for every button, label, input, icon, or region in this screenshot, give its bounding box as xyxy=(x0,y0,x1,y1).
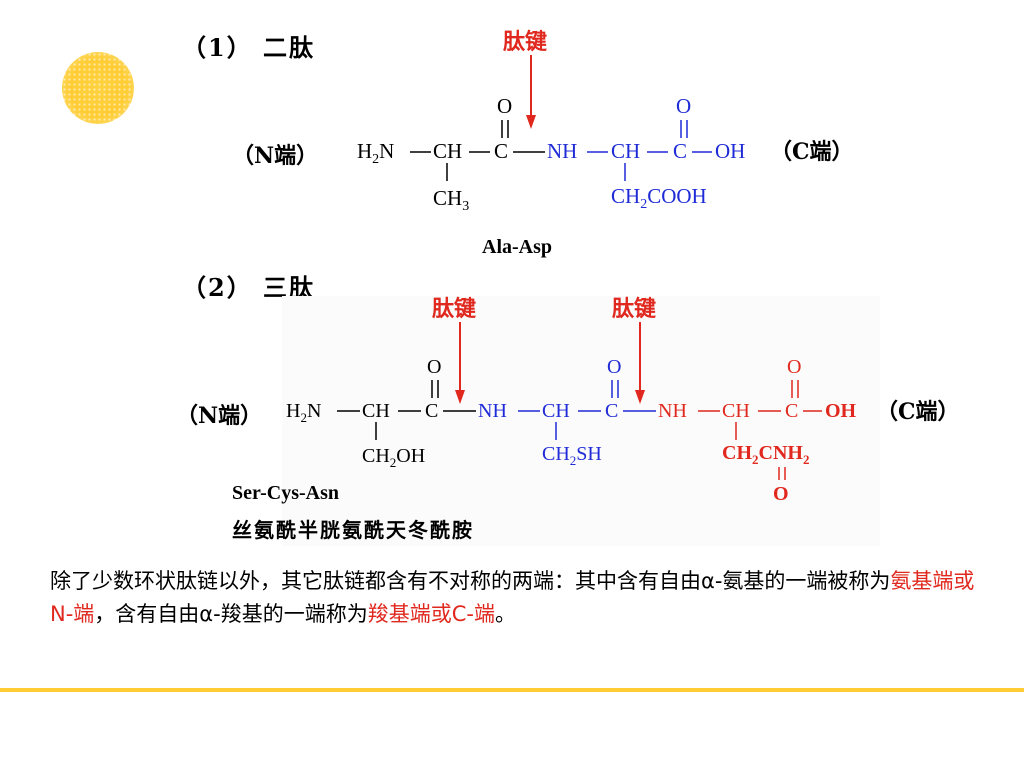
svg-text:CH2CNH2: CH2CNH2 xyxy=(722,442,809,467)
tripeptide-c-end-label: （C端） xyxy=(876,399,960,425)
dipeptide-structure: 肽键 H2N CH C O CH3 NH CH C O OH CH2COOH xyxy=(357,29,745,214)
svg-text:OH: OH xyxy=(825,400,857,422)
svg-text:O: O xyxy=(787,356,801,378)
svg-text:C: C xyxy=(605,400,618,422)
svg-text:CH: CH xyxy=(611,139,640,163)
svg-text:O: O xyxy=(773,483,789,505)
svg-text:CH2COOH: CH2COOH xyxy=(611,184,707,212)
svg-text:CH2SH: CH2SH xyxy=(542,443,602,468)
svg-text:CH: CH xyxy=(433,139,462,163)
paragraph-n-terminus: 氨基端或N-端 xyxy=(50,569,975,626)
svg-text:O: O xyxy=(427,356,441,378)
svg-text:C: C xyxy=(785,400,798,422)
svg-text:C: C xyxy=(425,400,438,422)
asn-residue: NH CH C O OH CH2CNH2 O xyxy=(658,356,857,505)
svg-text:NH: NH xyxy=(547,139,577,163)
tripeptide-chinese-name: 丝氨酰半胱氨酰天冬酰胺 xyxy=(232,518,474,542)
svg-text:CH2OH: CH2OH xyxy=(362,445,425,470)
divider-line xyxy=(0,688,1024,692)
svg-text:O: O xyxy=(497,94,512,118)
dipeptide-heading: （1） 二肽 xyxy=(182,33,316,62)
sun-texture xyxy=(62,52,134,124)
peptide-bond-arrowhead xyxy=(526,115,536,129)
ser-residue: H2N CH C O CH2OH xyxy=(286,356,476,470)
cys-residue: NH CH C O CH2SH xyxy=(478,356,656,468)
svg-text:NH: NH xyxy=(478,400,507,422)
svg-text:O: O xyxy=(676,94,691,118)
svg-text:NH: NH xyxy=(658,400,687,422)
svg-text:CH3: CH3 xyxy=(433,186,469,214)
tripeptide-name: Ser-Cys-Asn xyxy=(232,482,340,504)
tripeptide-structure: 肽键 肽键 H2N CH C O CH2OH NH CH C O CH2SH N… xyxy=(286,296,857,505)
svg-text:H2N: H2N xyxy=(357,139,394,167)
svg-text:H2N: H2N xyxy=(286,400,321,425)
svg-text:OH: OH xyxy=(715,139,745,163)
dipeptide-c-end-label: （C端） xyxy=(770,139,854,165)
svg-text:CH: CH xyxy=(542,400,570,422)
dipeptide-n-end-label: （N端） xyxy=(232,143,319,169)
svg-text:CH: CH xyxy=(722,400,750,422)
peptide-bond-arrowhead-2 xyxy=(635,390,645,404)
asp-residue: NH CH C O OH CH2COOH xyxy=(547,94,745,212)
peptide-bond-label-2: 肽键 xyxy=(612,296,656,322)
svg-text:O: O xyxy=(607,356,621,378)
explanation-paragraph: 除了少数环状肽链以外，其它肽链都含有不对称的两端：其中含有自由α-氨基的一端被称… xyxy=(50,565,980,631)
paragraph-text-1: 除了少数环状肽链以外，其它肽链都含有不对称的两端：其中含有自由α-氨基的一端被称… xyxy=(50,569,891,593)
svg-text:C: C xyxy=(673,139,687,163)
svg-text:C: C xyxy=(494,139,508,163)
tripeptide-n-end-label: （N端） xyxy=(176,403,263,429)
peptide-bond-label-1: 肽键 xyxy=(432,296,476,322)
ala-residue: H2N CH C O CH3 xyxy=(357,94,545,214)
dipeptide-name: Ala-Asp xyxy=(482,236,553,258)
peptide-bond-arrowhead-1 xyxy=(455,390,465,404)
svg-text:CH: CH xyxy=(362,400,390,422)
paragraph-text-2: ，含有自由α-羧基的一端称为 xyxy=(94,602,368,626)
paragraph-text-3: 。 xyxy=(494,602,516,626)
paragraph-c-terminus: 羧基端或C-端 xyxy=(367,602,495,626)
tripeptide-background xyxy=(282,296,880,546)
peptide-bond-label: 肽键 xyxy=(503,29,547,55)
